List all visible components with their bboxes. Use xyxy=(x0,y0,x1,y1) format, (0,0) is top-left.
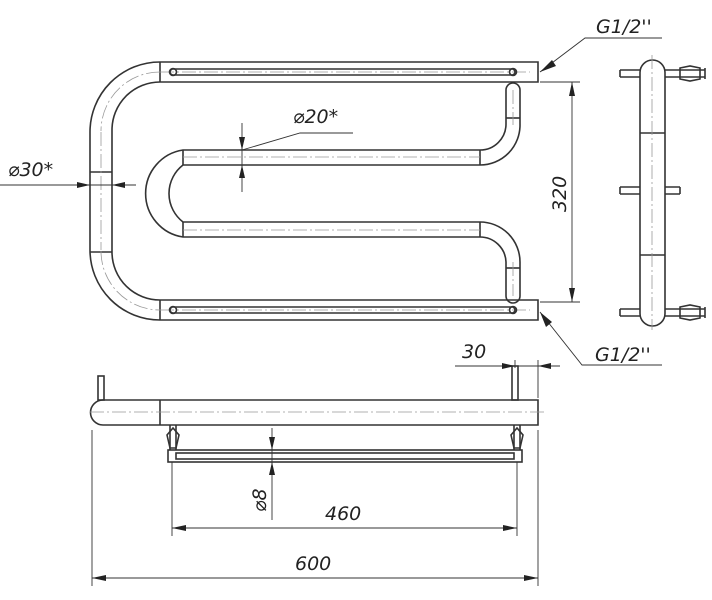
rod-length-label: 460 xyxy=(325,503,361,525)
total-length-label: 600 xyxy=(295,553,331,575)
front-view: 320 G1/2'' G1/2'' ⌀20* ⌀30* xyxy=(0,16,662,366)
thread-top-label: G1/2'' xyxy=(596,16,652,38)
offset-dimension-label: 30 xyxy=(462,341,486,363)
rod-diameter-label: ⌀8 xyxy=(249,488,271,512)
top-view: ⌀8 460 600 30 xyxy=(89,341,560,586)
side-view xyxy=(619,55,706,330)
thread-bottom-label: G1/2'' xyxy=(595,344,651,366)
outer-tube-diameter-label: ⌀30* xyxy=(8,159,53,181)
height-dimension-label: 320 xyxy=(549,176,571,212)
inner-tube-diameter-label: ⌀20* xyxy=(293,106,338,128)
